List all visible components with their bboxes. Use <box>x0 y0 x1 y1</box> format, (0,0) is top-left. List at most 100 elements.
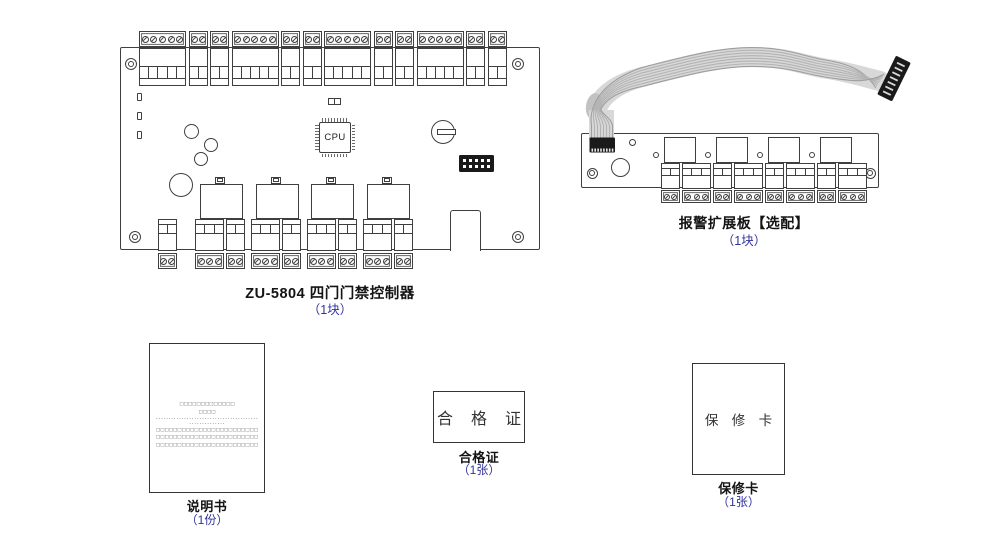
smd-capacitor-icon <box>215 177 225 184</box>
terminal-pin-cell <box>140 67 150 78</box>
terminal-screw-block <box>281 31 300 47</box>
terminal-pin-band <box>662 168 679 176</box>
terminal-screw-icon <box>685 193 692 200</box>
pin-dot-icon <box>481 165 484 168</box>
pin-dot-icon <box>469 165 472 168</box>
terminal-body <box>281 48 300 86</box>
terminal-pin-cell <box>702 169 710 175</box>
terminal-screw-block <box>282 253 301 269</box>
terminal-screw-block <box>231 31 279 47</box>
terminal-screw-icon <box>270 257 278 265</box>
terminal-pin-cell <box>177 67 185 78</box>
cable-strand <box>592 49 878 140</box>
terminal-screw-icon <box>767 193 774 200</box>
terminal-pin-cell <box>839 169 849 175</box>
terminal-pin-cell <box>292 225 300 233</box>
connector-pin-icon <box>891 71 901 77</box>
pin-dot-icon <box>487 165 490 168</box>
terminal-screw-icon <box>797 193 804 200</box>
terminal-screw-icon <box>753 193 760 200</box>
capacitor-icon <box>194 152 208 166</box>
terminal-pin-cell <box>467 67 476 78</box>
terminal-screw-icon <box>419 35 427 43</box>
terminal-pin-band <box>232 66 278 79</box>
terminal-screw-icon <box>453 35 461 43</box>
cable-strand <box>590 46 877 140</box>
cable-strand <box>594 52 879 140</box>
terminal-screw-block <box>210 31 229 47</box>
terminal-pin-cell <box>168 225 176 233</box>
terminal-screw-block <box>765 190 784 203</box>
terminal-pin-cell <box>325 67 335 78</box>
connector-pin-icon <box>597 148 599 152</box>
terminal-screw-icon <box>701 193 708 200</box>
terminal-pin-cell <box>283 225 292 233</box>
terminal-screw-icon <box>693 193 700 200</box>
terminal-screw-icon <box>318 257 325 265</box>
terminal-pin-cell <box>796 169 806 175</box>
terminal-body <box>786 163 815 189</box>
terminal-pin-cell <box>404 225 412 233</box>
terminal-body <box>302 48 322 86</box>
terminal-screw-icon <box>375 35 383 43</box>
terminal-screw-icon <box>445 35 453 43</box>
hole-icon <box>756 152 763 158</box>
terminal-screw-icon <box>805 193 812 200</box>
terminal-pin-cell <box>498 67 506 78</box>
relay <box>820 137 852 163</box>
terminal-pin-band <box>417 66 463 79</box>
terminal-pin-cell <box>766 169 775 175</box>
terminal-pin-cell <box>714 169 723 175</box>
edge-connector <box>450 210 481 251</box>
warranty-card-text: 保 修 卡 <box>704 413 778 428</box>
terminal-screw-icon <box>312 35 320 43</box>
connector-pin-icon <box>611 148 614 152</box>
terminal-screw-block <box>302 31 322 47</box>
terminal-body <box>324 48 371 86</box>
terminal-pin-cell <box>375 67 384 78</box>
connector-pin-icon <box>882 90 892 96</box>
terminal-pin-band <box>325 66 370 79</box>
terminal-screw-icon <box>405 35 412 43</box>
terminal-screw-icon <box>374 257 381 265</box>
terminal-pin-band <box>196 224 223 234</box>
terminal-screw-icon <box>715 193 722 200</box>
terminal-screw-icon <box>260 35 268 43</box>
terminal-pin-cell <box>744 169 754 175</box>
terminal-screw-block <box>416 31 464 47</box>
terminal-screw-block <box>324 31 371 47</box>
terminal-body <box>416 48 464 86</box>
terminal-pin-cell <box>261 225 271 233</box>
terminal-pin-band <box>396 66 413 79</box>
terminal-pin-cell <box>233 67 242 78</box>
led-icon <box>137 112 142 120</box>
terminal-pin-cell <box>405 67 413 78</box>
terminal-screw-icon <box>382 257 390 265</box>
terminal-pin-cell <box>215 225 223 233</box>
terminal-body <box>734 163 763 189</box>
terminal-pin-band <box>159 224 176 234</box>
terminal-pin-cell <box>662 169 671 175</box>
connector-pin-icon <box>606 148 608 152</box>
manual-page: □□□□□□□□□□□□□□□□□·······················… <box>149 343 265 493</box>
terminal-screw-icon <box>404 257 411 265</box>
terminal-pin-cell <box>775 169 783 175</box>
terminal-pin-cell <box>199 67 207 78</box>
terminal-screw-icon <box>352 35 360 43</box>
terminal-screw-block <box>786 190 815 203</box>
buzzer-icon <box>610 157 630 177</box>
terminal-pin-band <box>227 224 244 234</box>
terminal-pin-cell <box>384 67 392 78</box>
manual-label: 说明书 <box>186 499 228 514</box>
terminal-pin-band <box>467 66 484 79</box>
mounting-hole-icon <box>512 58 524 70</box>
terminal-pin-band <box>488 66 506 79</box>
terminal-body <box>195 219 224 251</box>
pin-dot-icon <box>469 159 472 162</box>
terminal-screw-icon <box>383 35 391 43</box>
terminal-screw-block <box>158 253 177 269</box>
terminal-screw-block <box>195 253 224 269</box>
pin-dot-icon <box>487 159 490 162</box>
terminal-pin-cell <box>364 225 374 233</box>
